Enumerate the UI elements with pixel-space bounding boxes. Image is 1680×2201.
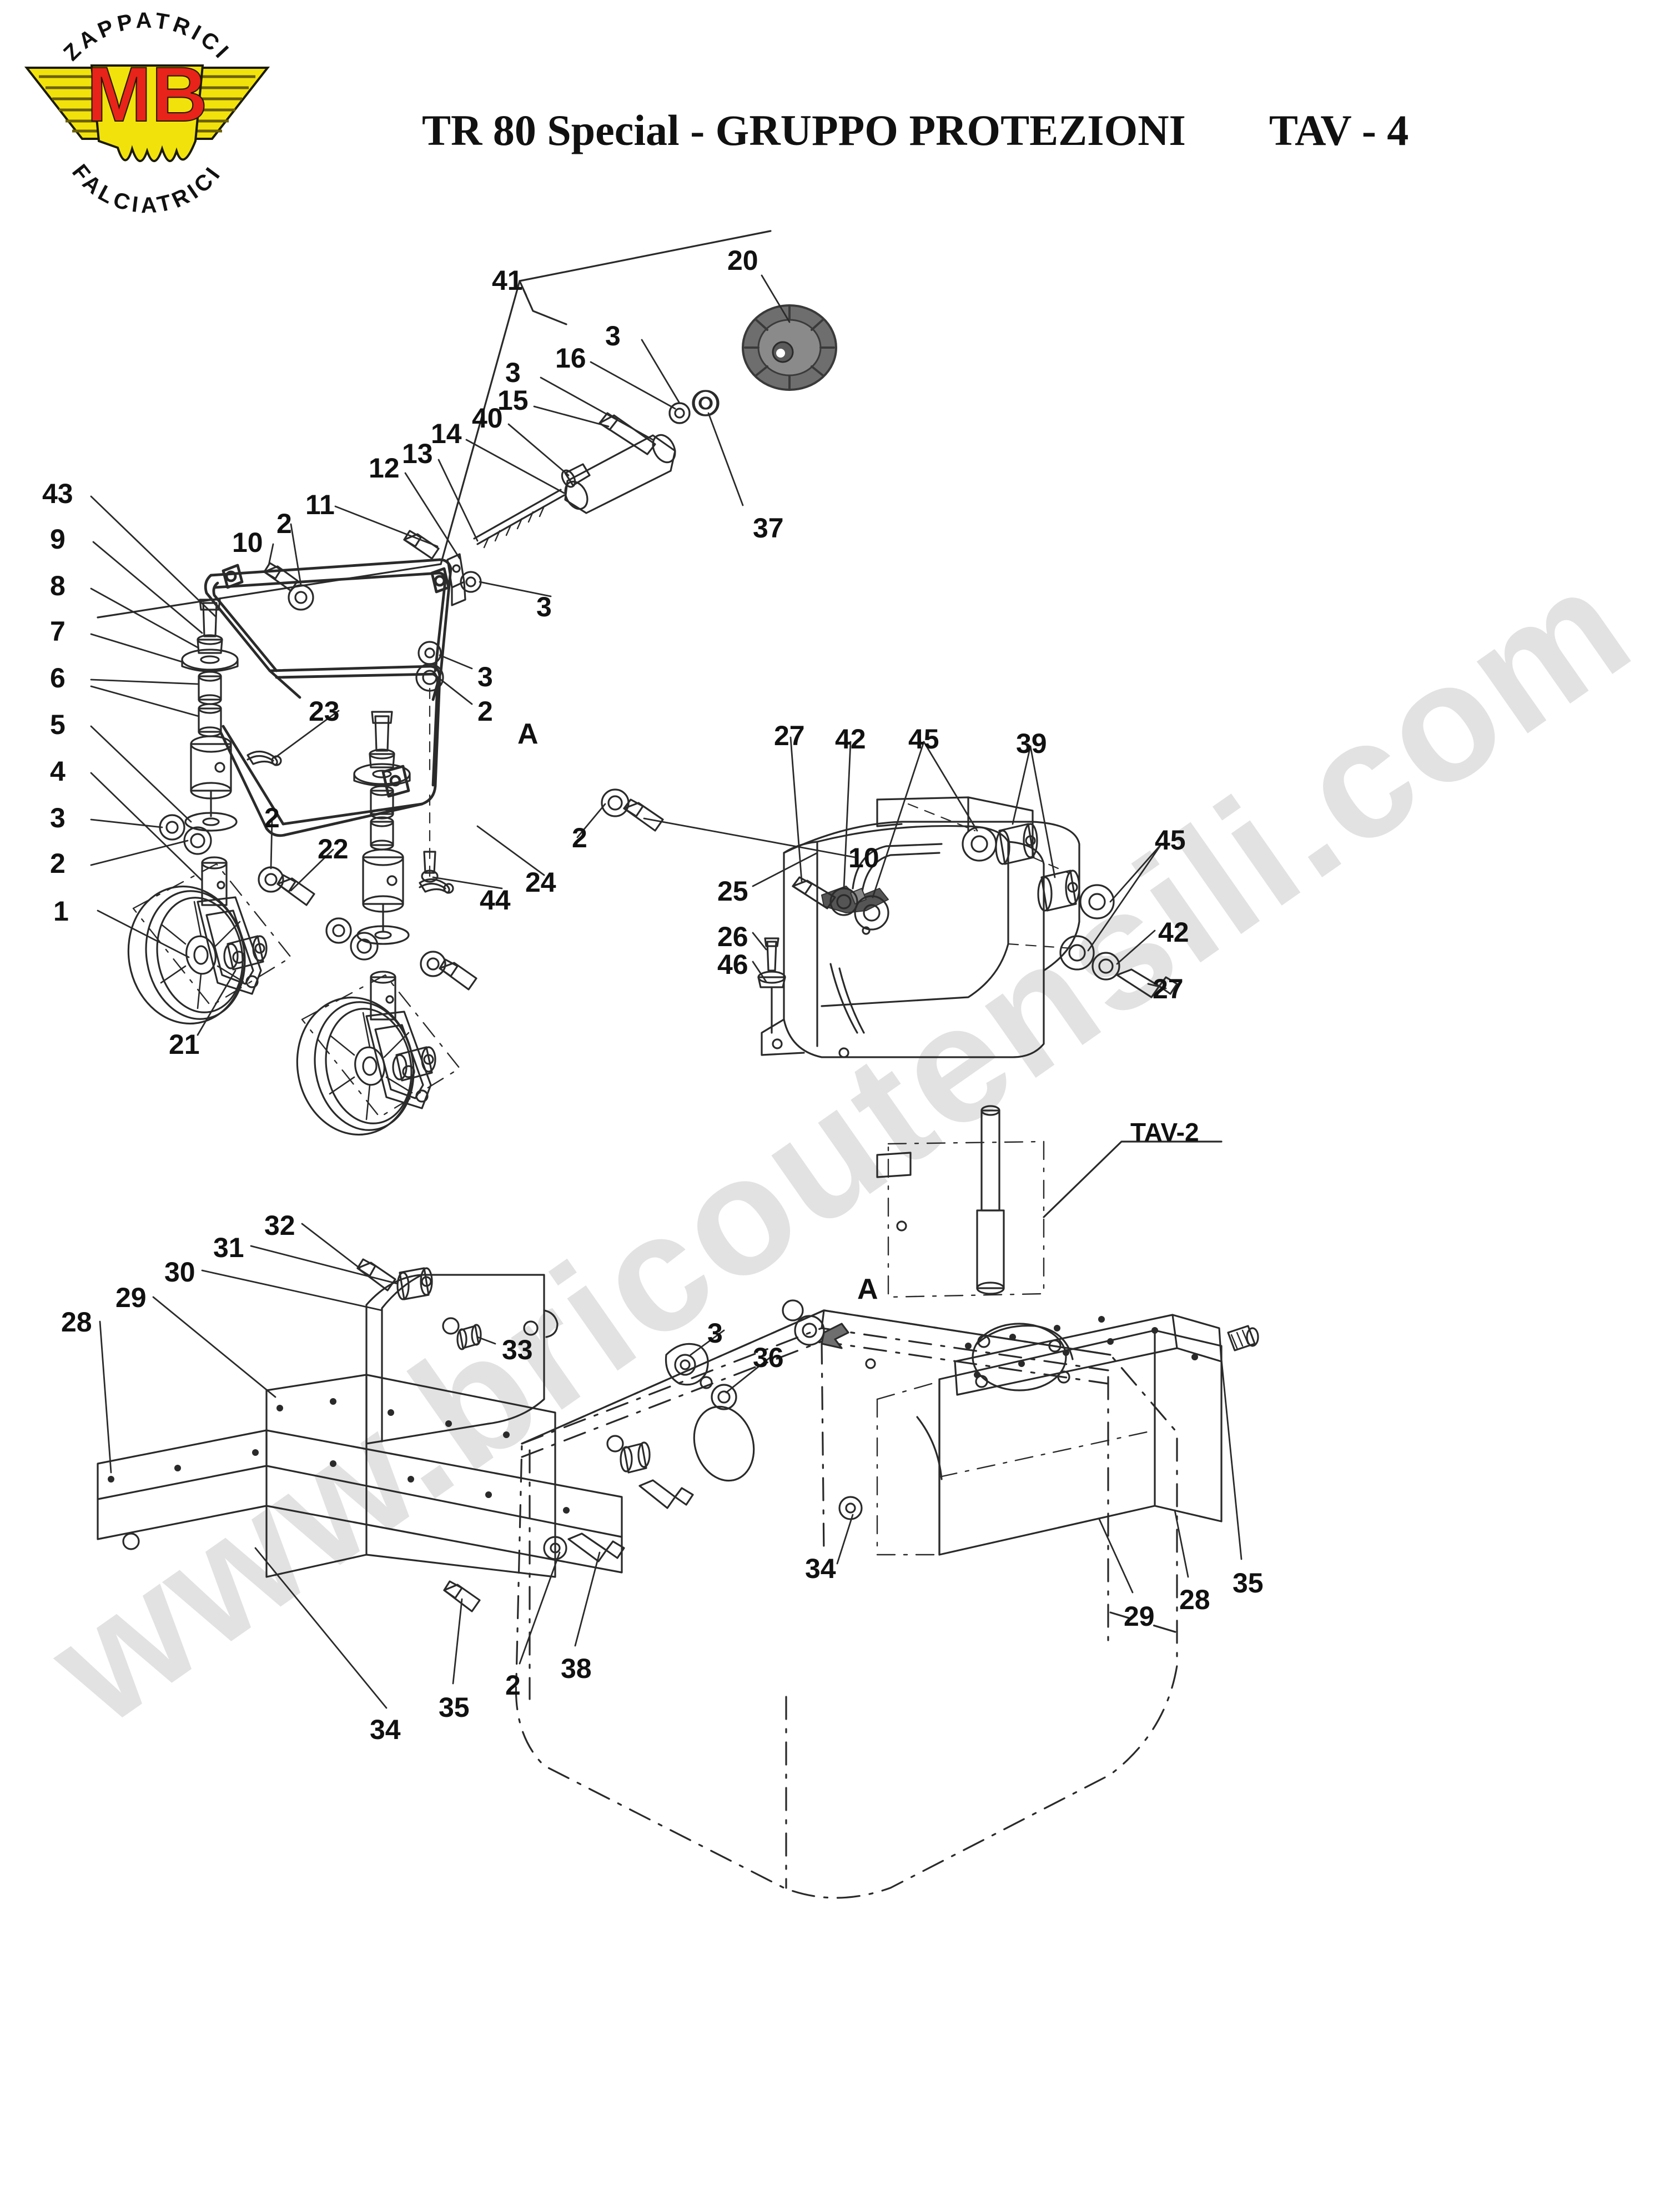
callout-28: 28 xyxy=(1179,1584,1210,1615)
knob-20 xyxy=(742,304,837,391)
callout-21: 21 xyxy=(169,1029,200,1060)
callout-29: 29 xyxy=(1124,1601,1155,1632)
callout-5: 5 xyxy=(50,709,66,740)
callout-1: 1 xyxy=(53,896,69,927)
callout-40: 40 xyxy=(472,403,503,434)
callout-22: 22 xyxy=(318,833,349,865)
callout-16: 16 xyxy=(555,343,586,374)
page-title: TR 80 Special - GRUPPO PROTEZIONI xyxy=(422,106,1186,154)
pivot-stack-left xyxy=(181,599,282,832)
callout-2: 2 xyxy=(264,802,280,833)
callout-45: 45 xyxy=(1155,825,1186,856)
callout-25: 25 xyxy=(717,876,748,907)
callout-3: 3 xyxy=(50,802,66,833)
gearbox-fasteners xyxy=(356,1105,1223,1520)
callout-36: 36 xyxy=(753,1342,784,1373)
callout-28: 28 xyxy=(61,1306,92,1338)
mb-logo-graphic: MB ZAPPATRICI FALCIATRICI xyxy=(24,8,270,218)
callout-2: 2 xyxy=(572,822,587,853)
gearbox-solid-edges xyxy=(521,1309,1111,1482)
callout-27: 27 xyxy=(774,720,805,751)
flame-shape-icon xyxy=(90,64,204,162)
callout-10: 10 xyxy=(848,842,879,873)
callout-27: 27 xyxy=(1153,973,1184,1004)
callout-34: 34 xyxy=(370,1714,401,1745)
callout-26: 26 xyxy=(717,921,748,952)
callout-15: 15 xyxy=(497,385,529,416)
callout-45: 45 xyxy=(908,723,939,755)
callout-35: 35 xyxy=(1233,1567,1264,1599)
title-block: TR 80 Special - GRUPPO PROTEZIONI TAV - … xyxy=(422,97,1588,164)
callout-32: 32 xyxy=(264,1210,295,1241)
gearbox-housing xyxy=(515,1309,1178,1899)
callout-8: 8 xyxy=(50,570,66,601)
callout-42: 42 xyxy=(835,723,866,755)
callout-31: 31 xyxy=(213,1232,244,1263)
shield-right xyxy=(876,1314,1259,1556)
callout-37: 37 xyxy=(753,512,784,544)
callout-39: 39 xyxy=(1016,728,1047,759)
callout-38: 38 xyxy=(561,1653,592,1684)
callout-20: 20 xyxy=(727,245,758,276)
shield-left xyxy=(97,1274,625,1612)
callout-3: 3 xyxy=(536,591,552,622)
svg-text:MB: MB xyxy=(87,51,208,138)
callout-30: 30 xyxy=(164,1257,195,1288)
leader-lines xyxy=(90,274,1243,1709)
callout-3: 3 xyxy=(605,320,621,351)
callout-24: 24 xyxy=(525,867,556,898)
callout-7: 7 xyxy=(50,616,66,647)
callout-46: 46 xyxy=(717,949,748,980)
page-header: MB ZAPPATRICI FALCIATRICI TR 80 Special … xyxy=(0,0,1680,239)
callout-35: 35 xyxy=(439,1692,470,1723)
callout-2: 2 xyxy=(276,508,292,539)
callout-9: 9 xyxy=(50,524,66,555)
table-reference: TAV - 4 xyxy=(1269,106,1409,154)
callout-3: 3 xyxy=(477,661,493,692)
wheel-leg-center xyxy=(258,866,477,1136)
callout-4: 4 xyxy=(50,756,66,787)
callout-11: 11 xyxy=(305,489,335,520)
hood-fasteners xyxy=(757,803,1178,1034)
callout-34: 34 xyxy=(805,1553,836,1584)
mb-letters: MB xyxy=(86,50,208,138)
callout-2: 2 xyxy=(505,1670,521,1701)
wheel-leg-left xyxy=(127,814,292,1025)
callout-43: 43 xyxy=(42,478,73,509)
callout-12: 12 xyxy=(369,453,400,484)
shaft-assembly xyxy=(263,390,718,611)
callout-44: 44 xyxy=(480,885,511,916)
mb-logo: MB ZAPPATRICI FALCIATRICI xyxy=(17,6,278,228)
callout-6: 6 xyxy=(50,662,66,694)
callout-a: A xyxy=(517,718,539,750)
callout-2: 2 xyxy=(50,848,66,879)
handle-frame-24 xyxy=(204,558,452,837)
callout-14: 14 xyxy=(431,418,462,449)
brace-41 xyxy=(97,230,772,619)
callout-29: 29 xyxy=(115,1282,147,1313)
callout-2: 2 xyxy=(477,696,493,727)
callout-tav-2: TAV-2 xyxy=(1130,1118,1199,1147)
callout-42: 42 xyxy=(1158,917,1189,948)
callout-a: A xyxy=(857,1273,878,1305)
callout-23: 23 xyxy=(309,696,340,727)
frame-bolt-right xyxy=(415,641,664,878)
pivot-stack-center xyxy=(353,711,454,945)
callout-33: 33 xyxy=(502,1334,533,1365)
callout-10: 10 xyxy=(232,527,263,558)
callout-13: 13 xyxy=(402,438,433,469)
callout-3: 3 xyxy=(505,357,521,388)
callout-41: 41 xyxy=(492,265,523,296)
callout-3: 3 xyxy=(707,1318,723,1349)
